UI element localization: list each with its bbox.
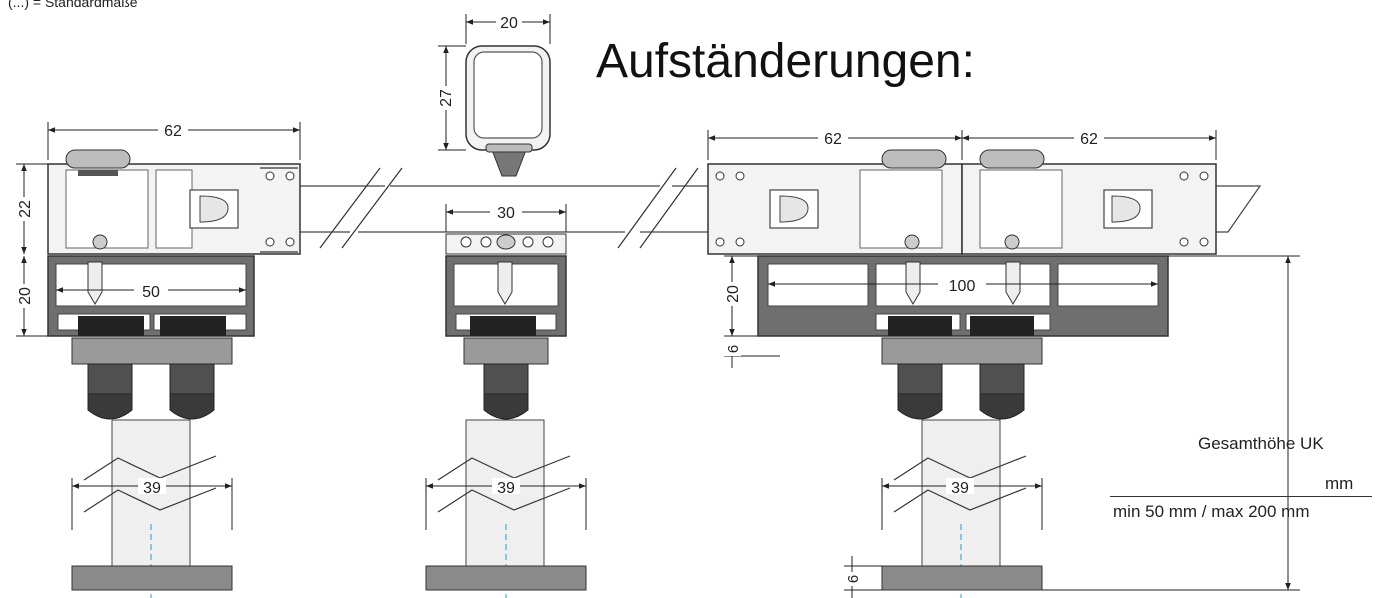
total-height-divider — [1110, 496, 1372, 497]
top-profile — [465, 45, 551, 177]
right-mounting-rail — [757, 255, 1169, 337]
total-height-unit: mm — [1325, 474, 1354, 493]
mid-mounting-rail — [445, 255, 567, 337]
right-rail-wall-dim — [723, 340, 780, 368]
left-panel-width-dim — [47, 121, 301, 160]
left-panel-profile — [47, 149, 301, 255]
bar-break-marks — [319, 167, 699, 249]
left-panel-width-label: 62 — [164, 123, 182, 140]
right-post-width-label: 39 — [951, 480, 969, 497]
mid-post-width-dim — [425, 478, 587, 530]
top-profile-width-dim — [465, 13, 551, 44]
left-post-width-label: 39 — [143, 480, 161, 497]
mid-post — [425, 419, 587, 598]
right-rail-width-dim — [768, 276, 1158, 292]
right-rail-height-dim — [723, 255, 758, 337]
mid-rail-width-dim — [445, 203, 567, 232]
left-rail-height-dim — [15, 256, 48, 337]
total-height-dim — [1042, 255, 1300, 591]
left-rail-width-dim — [56, 282, 246, 298]
right-post — [881, 419, 1043, 598]
top-profile-width-label: 20 — [500, 15, 518, 32]
right-panel-a-width-dim — [707, 129, 963, 160]
right-panel-b-width-dim — [962, 129, 1217, 160]
left-rail-height-label: 20 — [17, 287, 34, 305]
right-clamp — [881, 337, 1043, 420]
left-clamp — [71, 337, 233, 420]
mid-clip-profile — [445, 233, 567, 255]
base-plate-height-dim — [843, 556, 882, 598]
left-panel-height-dim — [15, 163, 48, 254]
right-rail-wall-label: 6 — [725, 345, 742, 353]
left-rail-width-label: 50 — [142, 284, 160, 301]
right-panel-a-width-label: 62 — [824, 131, 842, 148]
left-panel-height-label: 22 — [17, 200, 34, 218]
mid-rail-width-label: 30 — [497, 205, 515, 222]
diagram-heading: Aufständerungen: — [596, 35, 975, 88]
top-profile-height-dim — [437, 45, 466, 151]
base-plate-height-label: 6 — [845, 575, 862, 583]
standard-dimensions-note: (...) = Standardmaße — [8, 0, 138, 10]
top-profile-height-label: 27 — [438, 89, 455, 107]
right-panel-profiles — [707, 149, 1217, 255]
left-post-width-dim — [71, 478, 233, 530]
left-post — [71, 419, 233, 598]
right-rail-width-label: 100 — [949, 278, 976, 295]
total-height-label: Gesamthöhe UK — [1198, 434, 1324, 453]
mid-clamp — [463, 337, 549, 420]
total-height-range: min 50 mm / max 200 mm — [1113, 502, 1310, 521]
right-post-width-dim — [881, 478, 1043, 530]
mid-post-width-label: 39 — [497, 480, 515, 497]
right-panel-b-width-label: 62 — [1080, 131, 1098, 148]
right-rail-height-label: 20 — [725, 285, 742, 303]
